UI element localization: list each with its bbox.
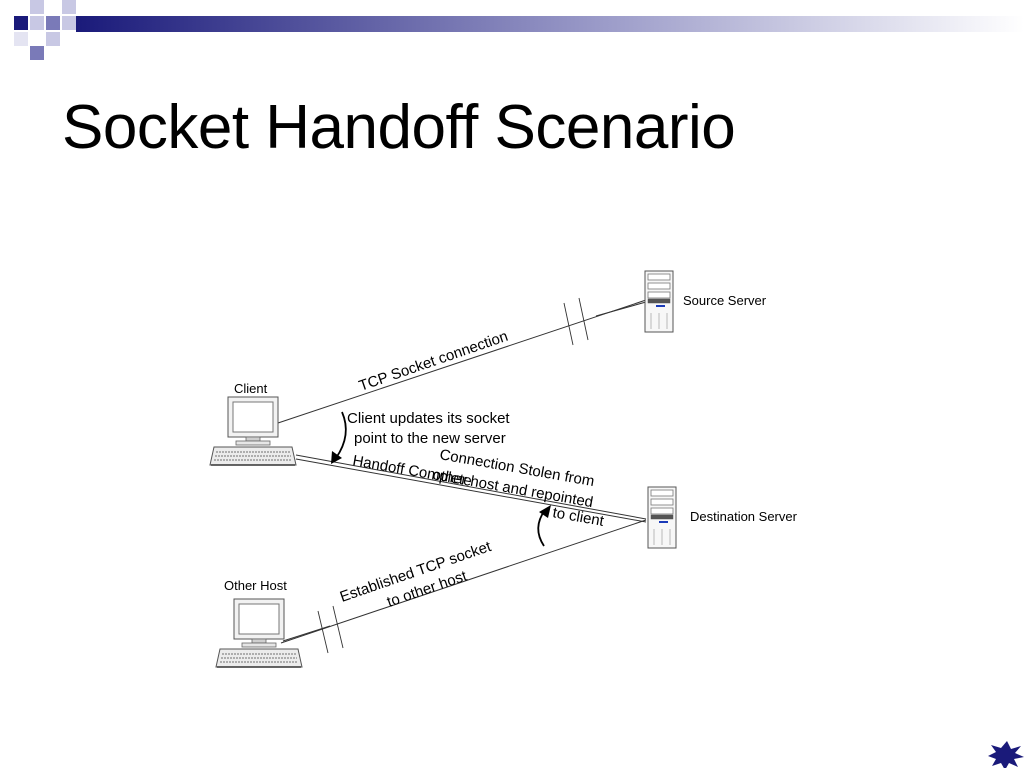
other-host-computer-icon: [215, 598, 303, 668]
destination-server-label: Destination Server: [690, 509, 798, 524]
destination-server-icon: [647, 486, 677, 549]
connection-stolen-arrow-icon: [537, 505, 551, 547]
source-server-label: Source Server: [683, 293, 767, 308]
client-label: Client: [234, 381, 268, 396]
client-update-note-line1: Client updates its socket: [347, 410, 510, 427]
connection-client-destination: [295, 454, 647, 523]
tcp-socket-connection-label: TCP Socket connection: [357, 328, 510, 395]
client-update-note-line2: point to the new server: [354, 430, 506, 447]
title-bar-decoration: [14, 0, 1024, 60]
client-computer-icon: [209, 396, 297, 466]
starburst-icon: [988, 741, 1024, 768]
page-title: Socket Handoff Scenario: [62, 93, 736, 162]
client-update-arrow-icon: [331, 411, 347, 464]
source-server-icon: [644, 270, 674, 333]
connection-client-source: [274, 297, 647, 425]
stolen-note-line3: to client: [551, 504, 606, 530]
connection-otherhost-destination: [280, 519, 647, 654]
other-host-label: Other Host: [224, 578, 287, 593]
